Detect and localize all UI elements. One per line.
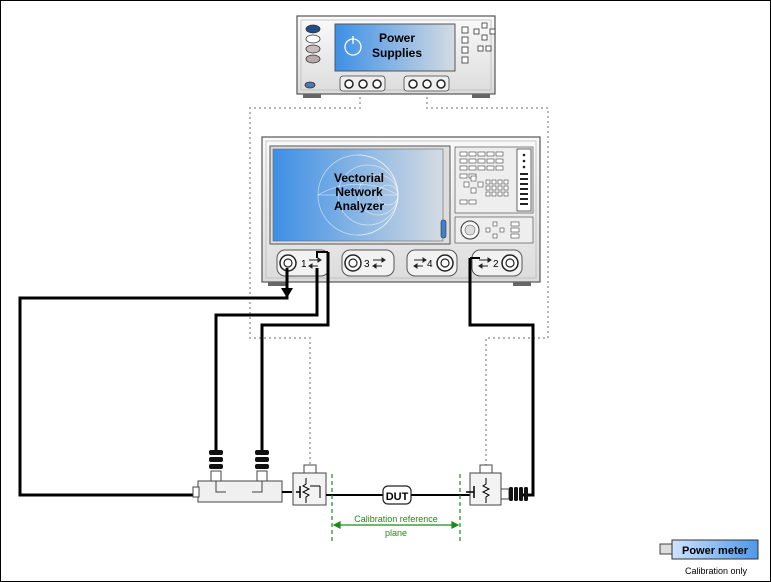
- rf-cables: [18, 252, 535, 497]
- vna-port-1: 1: [276, 249, 330, 277]
- power-meter-label: Power meter: [682, 545, 749, 557]
- vna-port-3: 3: [341, 249, 395, 277]
- power-supplies-keypad: [461, 22, 496, 64]
- vna-keypad: [459, 151, 509, 205]
- power-supplies-unit: Power Supplies: [296, 15, 496, 98]
- port-3-label: 3: [364, 259, 370, 270]
- power-supplies-jacks: [344, 79, 446, 89]
- vna-port-2: 2: [471, 249, 523, 277]
- dut-label: DUT: [386, 491, 409, 503]
- calibration-plane-label-line1: Calibration reference: [354, 514, 438, 524]
- calibration-plane-arrow: [332, 521, 460, 529]
- vna-unit: Vectorial Network Analyzer: [261, 136, 541, 286]
- calibration-plane-markers: [331, 474, 461, 542]
- cable-ferrites: [209, 450, 269, 469]
- port-1-label: 1: [301, 259, 307, 270]
- vna-port-4: 4: [406, 249, 458, 277]
- directional-coupler: [192, 470, 292, 503]
- vna-title-line3: Analyzer: [334, 199, 384, 213]
- power-meter-caption: Calibration only: [685, 566, 748, 576]
- power-symbol-icon: [344, 36, 362, 56]
- vna-indicator-leds: [520, 153, 528, 205]
- arrow-head-icon: [281, 288, 293, 298]
- vna-title-line1: Vectorial: [334, 171, 384, 185]
- dut-block: DUT: [382, 485, 412, 505]
- calibration-plane-label-line2: plane: [385, 528, 407, 538]
- right-termination-block: [466, 464, 528, 506]
- port-4-label: 4: [427, 259, 433, 270]
- left-termination-block: [292, 464, 327, 506]
- vna-title-line2: Network: [335, 185, 383, 199]
- control-lines: [249, 92, 549, 465]
- power-meter: Power meter Calibration only: [659, 539, 759, 576]
- power-supplies-title-line2: Supplies: [372, 46, 422, 60]
- power-supplies-title-line1: Power: [379, 31, 415, 45]
- smith-chart-icon: [317, 154, 399, 236]
- port-2-label: 2: [493, 259, 499, 270]
